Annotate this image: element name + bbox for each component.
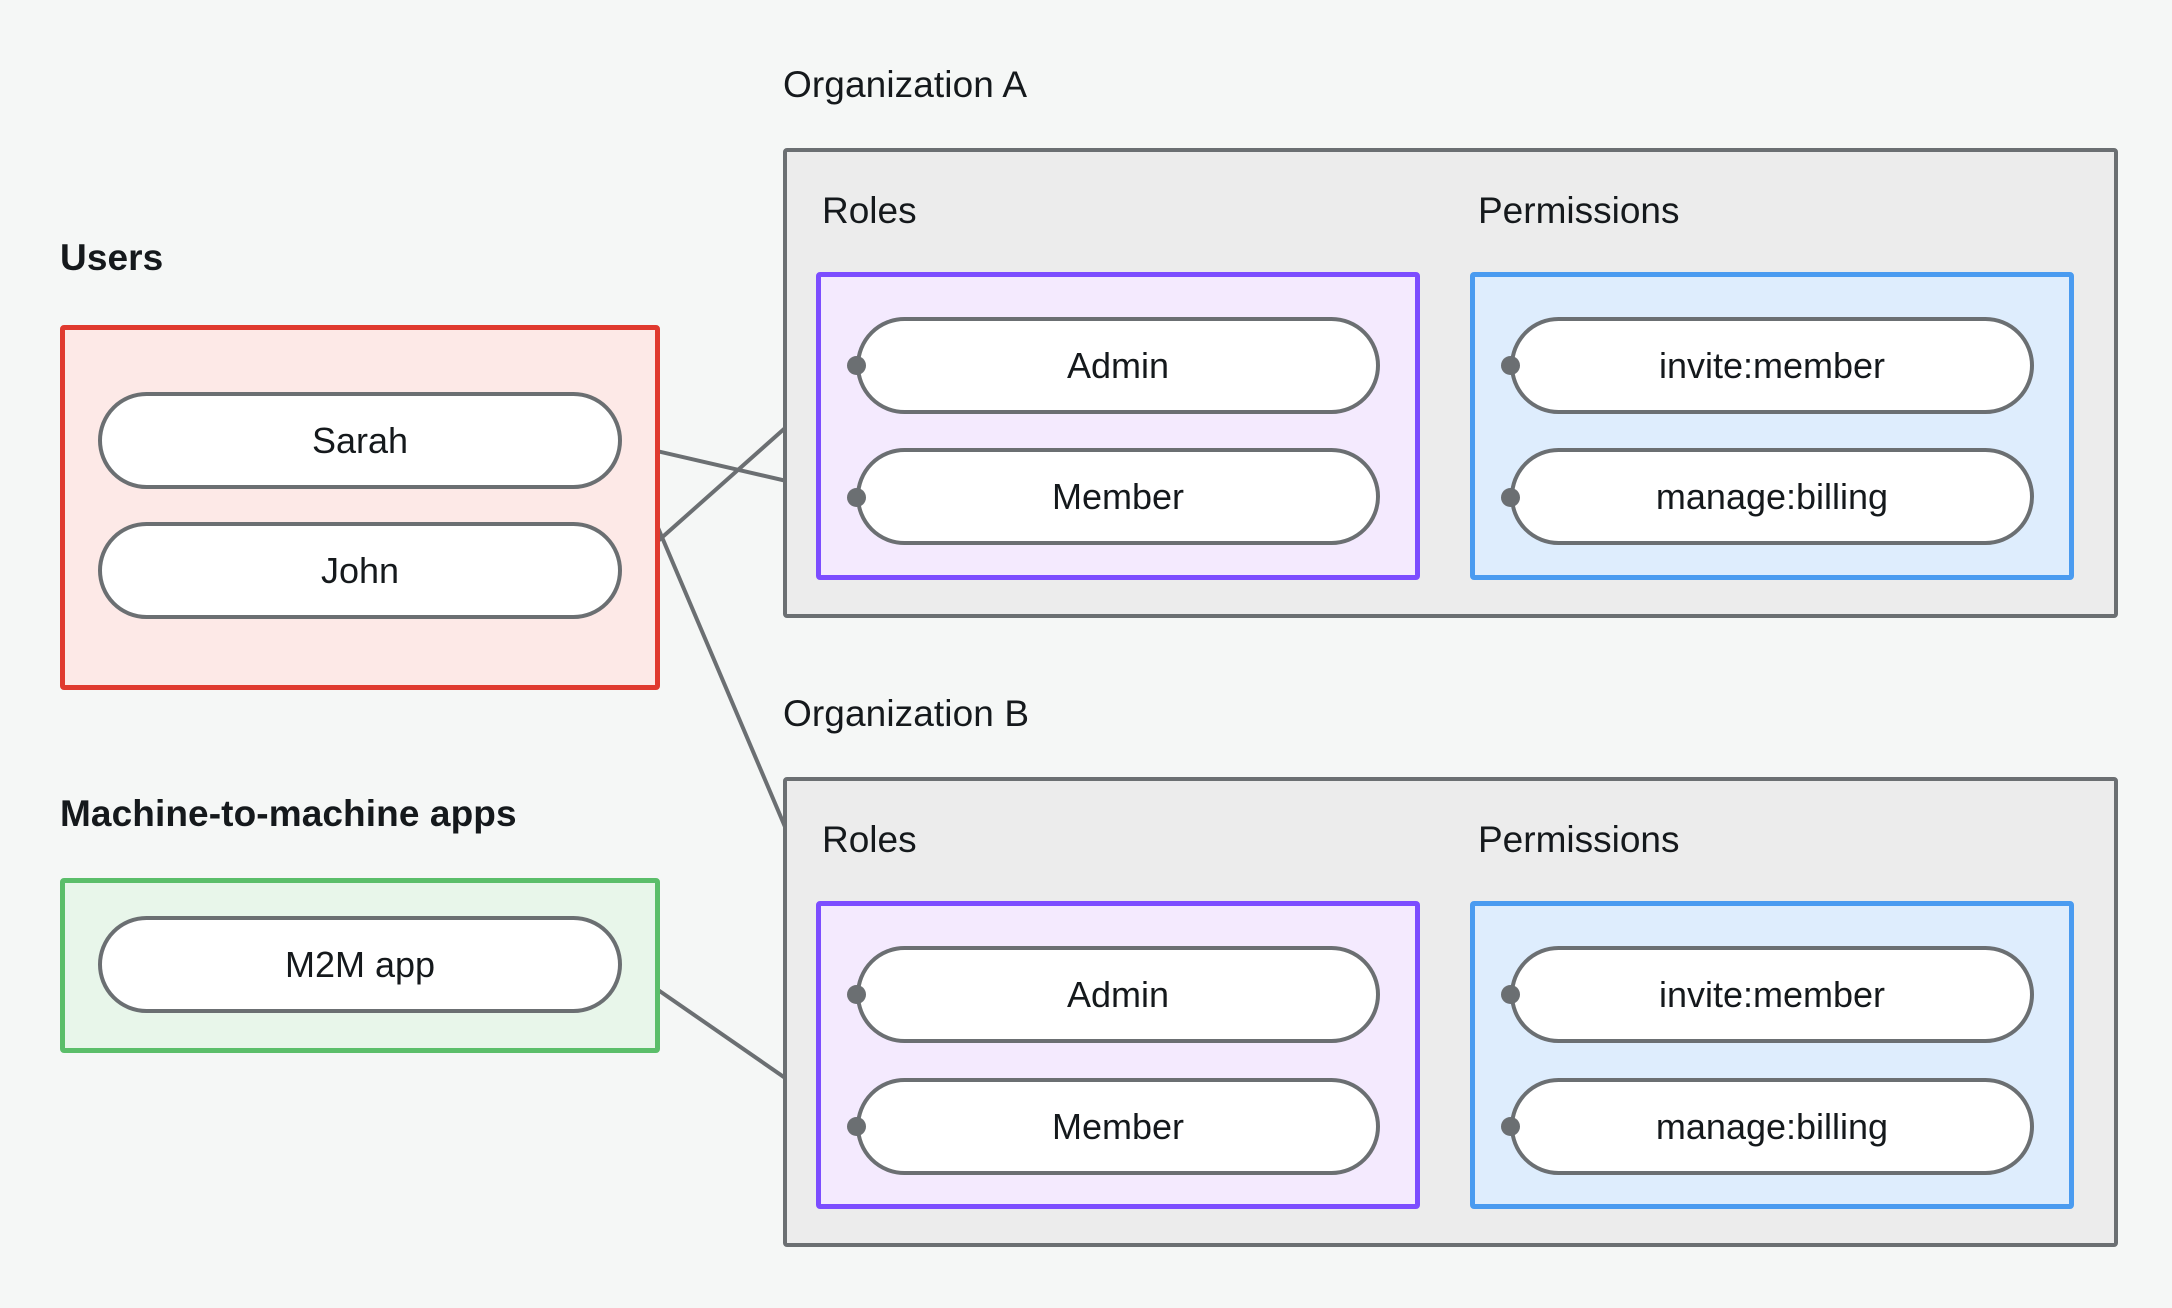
organization-b-permission-pill-invite-member[interactable]: invite:member — [1510, 946, 2034, 1043]
user-pill-sarah[interactable]: Sarah — [98, 392, 622, 489]
users-container — [60, 325, 660, 690]
m2m-pill-app[interactable]: M2M app — [98, 916, 622, 1013]
organization-b-role-admin-connector-dot — [847, 985, 866, 1004]
organization-b-role-pill-member[interactable]: Member — [856, 1078, 1380, 1175]
organization-b-permission-pill-manage-billing[interactable]: manage:billing — [1510, 1078, 2034, 1175]
organization-b-permissions-title: Permissions — [1478, 819, 1680, 860]
user-pill-john[interactable]: John — [98, 522, 622, 619]
organization-a-role-pill-admin[interactable]: Admin — [856, 317, 1380, 414]
m2m-group-label: Machine-to-machine apps — [60, 793, 517, 834]
organization-a-permissions-title: Permissions — [1478, 190, 1680, 231]
organization-b-role-member-connector-dot — [847, 1117, 866, 1136]
organization-a-roles-title: Roles — [822, 190, 917, 231]
organization-a-label: Organization A — [783, 64, 1028, 105]
organization-b-permission-manage-billing-connector-dot — [1501, 1117, 1520, 1136]
organization-a-permission-pill-invite-member[interactable]: invite:member — [1510, 317, 2034, 414]
organization-a-permission-manage-billing-connector-dot — [1501, 488, 1520, 507]
organization-b-role-pill-admin[interactable]: Admin — [856, 946, 1380, 1043]
users-group-label: Users — [60, 237, 164, 278]
organization-b-label: Organization B — [783, 693, 1030, 734]
organization-b-permission-invite-member-connector-dot — [1501, 985, 1520, 1004]
organization-a-role-member-connector-dot — [847, 488, 866, 507]
organization-b-roles-title: Roles — [822, 819, 917, 860]
organization-a-role-pill-member[interactable]: Member — [856, 448, 1380, 545]
organization-a-permission-invite-member-connector-dot — [1501, 356, 1520, 375]
organization-a-role-admin-connector-dot — [847, 356, 866, 375]
organization-a-permission-pill-manage-billing[interactable]: manage:billing — [1510, 448, 2034, 545]
